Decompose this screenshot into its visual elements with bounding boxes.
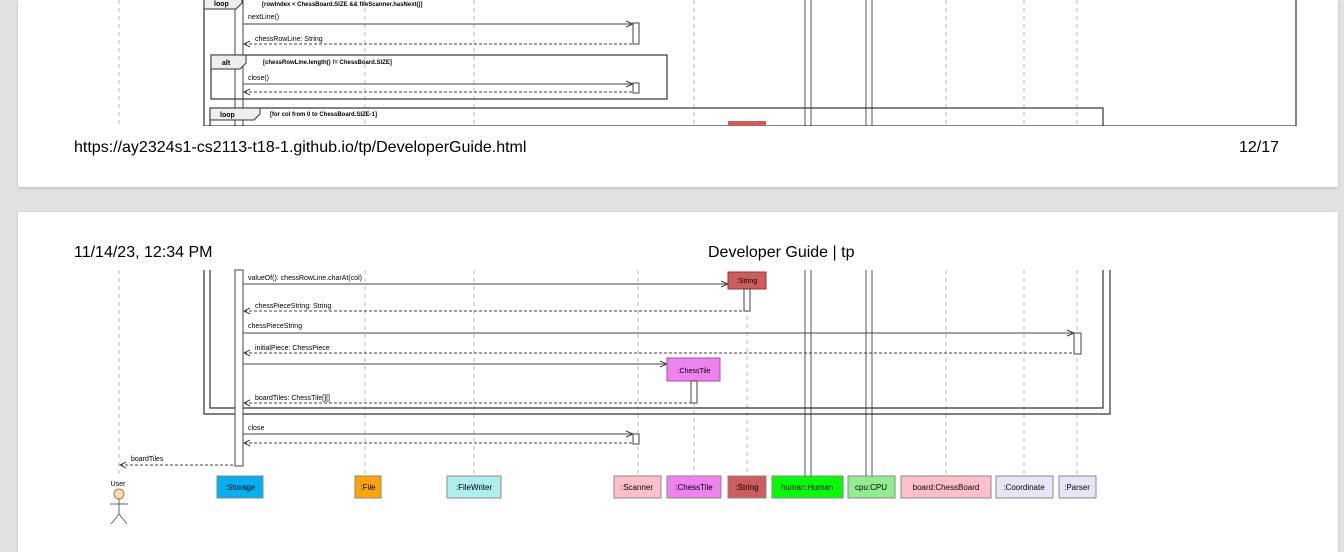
- fragment-frames: [203, 270, 1111, 415]
- participant-parser-label: :Parser: [1064, 483, 1090, 492]
- header-date: 11/14/23, 12:34 PM: [74, 244, 213, 261]
- storage-activation-2: [234, 269, 244, 467]
- participant-chesstile-label: :ChessTile: [675, 483, 713, 492]
- participant-filewriter: [446, 475, 502, 499]
- msg-close-call: close(): [248, 75, 269, 82]
- scanner-activation-1: [632, 22, 640, 45]
- participant-scanner-label: :Scanner: [621, 483, 653, 492]
- header-title: Developer Guide | tp: [708, 244, 855, 261]
- alt-guard: [chessRowLine.length() != ChessBoard.SIZ…: [263, 60, 392, 66]
- sequence-diagram-top: loop [rowIndex < ChessBoard.SIZE && file…: [18, 0, 1338, 187]
- participant-file-label: :File: [360, 483, 376, 492]
- user-actor-label: User: [111, 481, 126, 488]
- msg-initial-piece: initialPiece: ChessPiece: [255, 345, 330, 352]
- participant-storage-label: :Storage: [225, 483, 256, 492]
- participant-chessboard: [900, 475, 992, 499]
- msg-chess-piece-string-call: chessPieceString: [248, 323, 302, 330]
- solid-lifelines-2: [804, 270, 873, 477]
- participant-coordinate: [995, 475, 1054, 499]
- pdf-page-12: loop [rowIndex < ChessBoard.SIZE && file…: [18, 0, 1338, 187]
- sequence-diagram-bottom: valueOf(): chessRowLine.charAt(col) :Str…: [110, 269, 1111, 525]
- participant-file: [354, 475, 382, 499]
- participant-boxes: :Storage :File :FileWriter :Scanner :Che…: [216, 475, 1097, 499]
- pdf-page-13: 11/14/23, 12:34 PM Developer Guide | tp …: [18, 212, 1338, 552]
- footer-url[interactable]: https://ay2324s1-cs2113-t18-1.github.io/…: [74, 139, 527, 156]
- msg-close: close: [248, 425, 264, 432]
- msg-value-of: valueOf(): chessRowLine.charAt(col): [248, 275, 362, 282]
- lifelines-2: [118, 270, 1078, 477]
- participant-human-label: human:Human: [781, 483, 833, 492]
- loop2-keyword: loop: [220, 112, 235, 119]
- msg-board-tiles-return: boardTiles: ChessTile[][]: [255, 395, 330, 402]
- lifelines: [118, 0, 1078, 126]
- participant-storage: [216, 475, 264, 499]
- alt-keyword: alt: [222, 60, 231, 67]
- participant-cpu: [847, 475, 896, 499]
- loop1-guard: [rowIndex < ChessBoard.SIZE && fileScann…: [262, 2, 423, 8]
- msg-chess-row-line: chessRowLine: String: [255, 36, 323, 43]
- parser-activation: [1073, 332, 1082, 355]
- user-actor-icon: User: [110, 481, 128, 525]
- participant-cpu-label: cpu:CPU: [855, 483, 887, 492]
- participant-filewriter-label: :FileWriter: [456, 483, 493, 492]
- participant-string: [727, 475, 767, 499]
- msg-board-tiles: boardTiles: [131, 456, 164, 463]
- solid-lifelines: [804, 0, 873, 126]
- loop2-guard: [for col from 0 to ChessBoard.SIZE-1]: [270, 112, 377, 118]
- participant-human: [771, 475, 844, 499]
- participant-coordinate-label: :Coordinate: [1003, 483, 1045, 492]
- participant-scanner: [613, 475, 662, 499]
- msg-chess-piece-string-return: chessPieceString: String: [255, 303, 331, 310]
- loop1-keyword: loop: [214, 1, 229, 8]
- participant-string-label: :String: [735, 483, 758, 492]
- string-box-top: [728, 121, 766, 127]
- created-string-label: :String: [737, 278, 757, 285]
- participant-parser: [1058, 475, 1097, 499]
- participant-chesstile: [666, 475, 722, 499]
- msg-next-line: nextLine(): [248, 14, 279, 21]
- footer-page-number: 12/17: [1239, 139, 1280, 156]
- created-chesstile-label: :ChessTile: [678, 368, 711, 375]
- participant-chessboard-label: board:ChessBoard: [913, 483, 980, 492]
- alt-fragment: alt [chessRowLine.length() != ChessBoard…: [210, 54, 668, 100]
